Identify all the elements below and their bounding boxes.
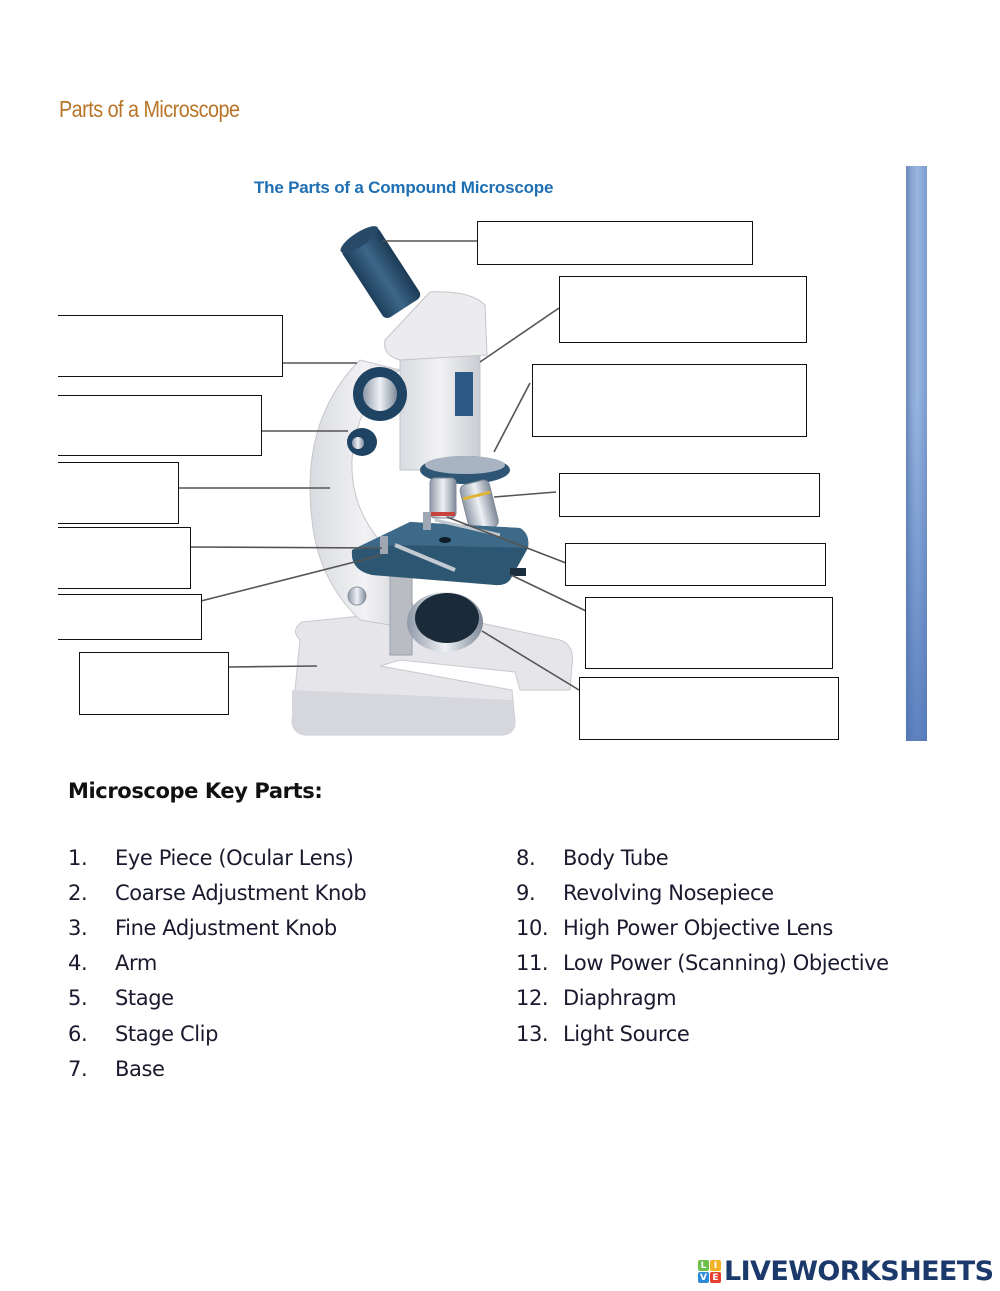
base-shape (291, 609, 573, 736)
item-number: 9. (516, 880, 536, 905)
list-item: 9. Revolving Nosepiece (516, 875, 889, 910)
item-label: Coarse Adjustment Knob (115, 880, 367, 905)
list-item: 1. Eye Piece (Ocular Lens) (68, 840, 366, 875)
item-number: 5. (68, 986, 88, 1011)
label-box-stage[interactable] (58, 594, 202, 640)
logo-block: L (698, 1260, 709, 1271)
label-box-revolving-nosepiece[interactable] (532, 364, 807, 437)
logo-text: LIVEWORKSHEETS (724, 1256, 994, 1287)
logo-block: I (710, 1260, 721, 1271)
list-item: 11. Low Power (Scanning) Objective (516, 946, 889, 981)
label-box-fine-adjustment-knob[interactable] (58, 395, 262, 456)
item-number: 3. (68, 915, 88, 940)
live-blocks-icon: L I V E (698, 1260, 721, 1283)
list-item: 4. Arm (68, 946, 366, 981)
list-item: 5. Stage (68, 981, 366, 1016)
label-box-diaphragm[interactable] (585, 597, 833, 669)
label-box-arm[interactable] (58, 462, 179, 524)
item-number: 1. (68, 845, 88, 870)
item-label: Diaphragm (563, 986, 677, 1011)
list-item: 6. Stage Clip (68, 1016, 366, 1051)
key-list-right: 8. Body Tube 9. Revolving Nosepiece 10. Hig… (516, 840, 889, 1051)
list-item: 3. Fine Adjustment Knob (68, 910, 366, 945)
item-label: Arm (115, 951, 157, 976)
item-label: Base (115, 1056, 165, 1081)
decorative-side-bar (906, 166, 927, 741)
list-item: 7. Base (68, 1051, 366, 1086)
item-label: Stage Clip (115, 1021, 219, 1046)
item-label: Fine Adjustment Knob (115, 915, 337, 940)
list-item: 13. Light Source (516, 1016, 889, 1051)
label-box-coarse-adjustment-knob[interactable] (58, 315, 283, 377)
item-label: Stage (115, 986, 174, 1011)
item-number: 2. (68, 880, 88, 905)
key-heading: Microscope Key Parts: (68, 779, 323, 803)
label-box-stage-clip[interactable] (58, 527, 191, 589)
list-item: 2. Coarse Adjustment Knob (68, 875, 367, 910)
label-box-body-tube[interactable] (559, 276, 807, 343)
label-box-low-power-objective[interactable] (565, 543, 826, 586)
label-box-light-source[interactable] (579, 677, 839, 740)
eyepiece-shape (340, 226, 421, 318)
item-number: 13. (516, 1021, 549, 1046)
item-label: Eye Piece (Ocular Lens) (115, 845, 354, 870)
item-label: Revolving Nosepiece (563, 880, 774, 905)
leader-lines (178, 240, 587, 691)
key-list-left: 1. Eye Piece (Ocular Lens) 2. Coarse Adjus… (68, 840, 367, 1086)
list-item: 10. High Power Objective Lens (516, 910, 889, 945)
item-label: Light Source (563, 1021, 690, 1046)
label-box-high-power-objective[interactable] (559, 473, 820, 517)
item-number: 11. (516, 951, 549, 976)
diagram-title: The Parts of a Compound Microscope (254, 178, 554, 197)
logo-block: E (710, 1272, 721, 1283)
item-number: 4. (68, 951, 88, 976)
page-title: Parts of a Microscope (59, 96, 240, 122)
item-number: 12. (516, 986, 549, 1011)
list-item: 8. Body Tube (516, 840, 889, 875)
item-number: 6. (68, 1021, 88, 1046)
item-label: Low Power (Scanning) Objective (563, 951, 889, 976)
item-label: High Power Objective Lens (563, 915, 833, 940)
item-number: 8. (516, 845, 536, 870)
list-item: 12. Diaphragm (516, 981, 889, 1016)
logo-block: V (698, 1272, 709, 1283)
label-box-base[interactable] (79, 652, 229, 715)
microscope-illustration (178, 226, 587, 736)
item-number: 7. (68, 1056, 88, 1081)
label-box-eyepiece[interactable] (477, 221, 753, 265)
item-label: Body Tube (563, 845, 669, 870)
item-number: 10. (516, 915, 549, 940)
liveworksheets-logo[interactable]: L I V E LIVEWORKSHEETS (698, 1256, 994, 1287)
